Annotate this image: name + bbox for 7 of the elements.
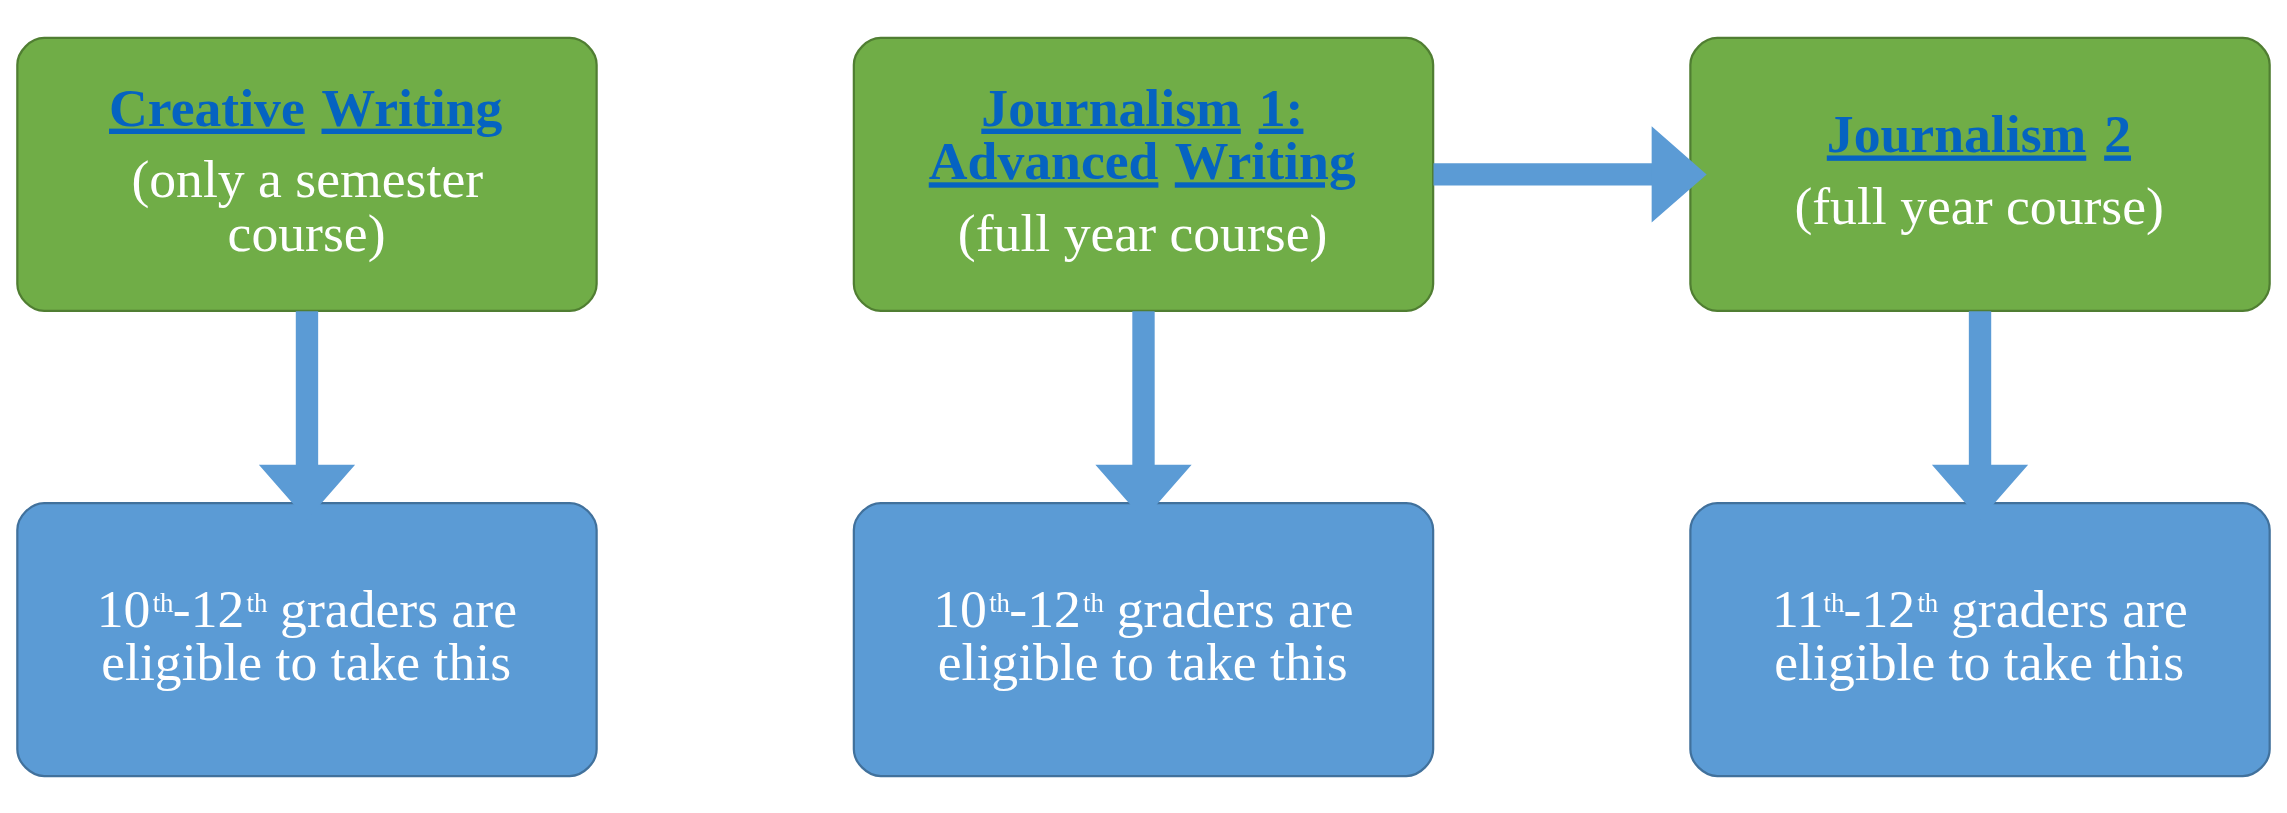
node-box: 10$^{th}$-12$^{th}$ graders are eligible to take this [16,501,598,777]
node-box: Creative Writing (only a semester course) [16,36,598,312]
node-box: 11$^{th}$-12$^{th}$ graders are eligible to take this [1689,501,2271,777]
node-box: Journalism 1: Advanced Writing (full year course) [852,36,1435,312]
node-box: Journalism 2 (full year course) [1689,36,2271,312]
arrow [1433,125,1707,223]
node-box: 10$^{th}$-12$^{th}$ graders are eligible to take this [852,501,1435,777]
